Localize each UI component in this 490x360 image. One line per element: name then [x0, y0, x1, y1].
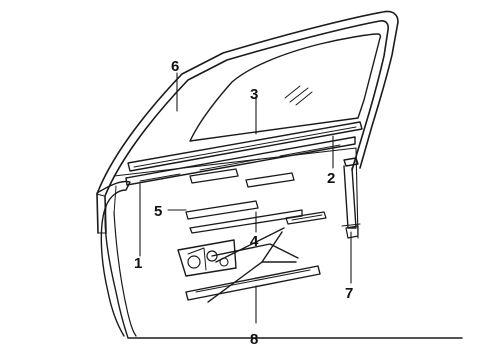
- callout-1: 1: [134, 255, 142, 272]
- callout-2: 2: [327, 170, 335, 187]
- door-shell: [96, 147, 463, 339]
- rear-run-channel: [341, 157, 361, 239]
- callout-3: 3: [250, 86, 258, 103]
- callout-7: 7: [345, 285, 353, 302]
- belt-weatherstrip: [125, 121, 363, 186]
- door-glass: [189, 33, 382, 142]
- door-frame-channel: [96, 10, 399, 234]
- window-regulator: [177, 227, 321, 303]
- callout-8: 8: [250, 331, 258, 348]
- callout-5: 5: [154, 203, 162, 220]
- callout-4: 4: [250, 233, 259, 250]
- callout-6: 6: [171, 58, 179, 75]
- callout-leader-lines: [139, 72, 352, 324]
- window-regulator-trim: [185, 168, 327, 234]
